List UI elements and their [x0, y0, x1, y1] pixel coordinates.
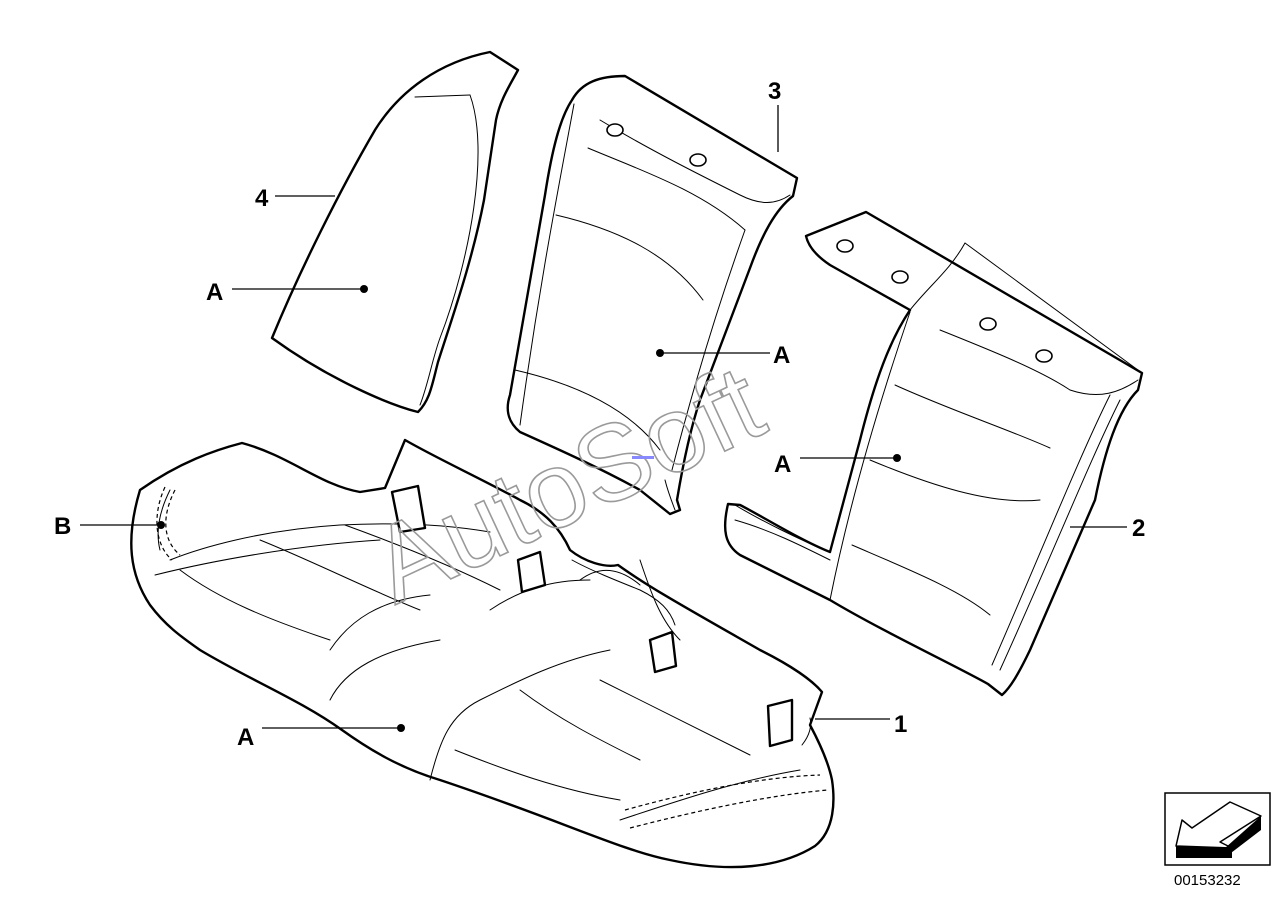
- arrow-back-icon: [1175, 801, 1262, 858]
- part-1-seat-cushion: [130, 438, 835, 869]
- callout-1: 1: [894, 711, 907, 738]
- callout-b: B: [54, 513, 71, 540]
- callout-4: 4: [255, 185, 269, 212]
- marker-mark: [632, 456, 654, 459]
- callout-3: 3: [768, 78, 781, 105]
- part-3-center-backrest: [506, 74, 799, 516]
- leaders: [80, 105, 1127, 732]
- part-number: 00153232: [1174, 872, 1241, 889]
- callout-a-part-2: A: [774, 451, 791, 478]
- callout-a-part-3: A: [773, 342, 790, 369]
- part-2-right-backrest: [724, 210, 1144, 697]
- callout-2: 2: [1132, 515, 1145, 542]
- part-4-side-bolster: [270, 50, 520, 414]
- callout-a-part-4: A: [206, 279, 223, 306]
- nav-back-button[interactable]: [1164, 792, 1271, 866]
- callout-a-part-1: A: [237, 724, 254, 751]
